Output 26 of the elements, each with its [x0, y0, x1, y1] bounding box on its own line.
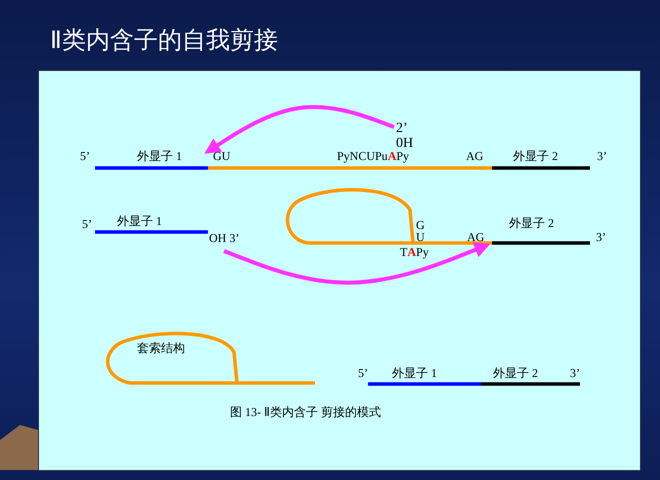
end-label: 3’ — [596, 231, 606, 244]
arrow — [223, 242, 490, 285]
splice-site-label: AG — [467, 231, 484, 244]
lasso-label: 套索结构 — [137, 342, 185, 355]
exon-label: 外显子 1 — [137, 150, 182, 163]
arrow — [204, 105, 395, 154]
splice-site-label: GU — [213, 150, 230, 163]
exon-label: 外显子 2 — [513, 150, 558, 163]
sequence-label: TAPy — [400, 246, 429, 259]
hydroxyl-label: OH 3’ — [209, 232, 240, 245]
end-label: 5’ — [358, 367, 368, 380]
hydroxyl-label: 2’ 0H — [396, 121, 412, 151]
exon-label: 外显子 2 — [493, 367, 538, 380]
exon-label: 外显子 1 — [117, 215, 162, 228]
end-label: 3’ — [570, 367, 580, 380]
sequence-label: PyNCUPuAPy — [337, 150, 410, 163]
caption: 图 13- Ⅱ类内含子 剪接的模式 — [230, 406, 381, 419]
nucleotide-label: G — [416, 219, 425, 232]
end-label: 3’ — [597, 150, 607, 163]
title: Ⅱ类内含子的自我剪接 — [50, 25, 278, 56]
sequence-label: AG — [466, 150, 484, 163]
end-label: 5’ — [80, 150, 90, 163]
end-label: 5’ — [82, 218, 92, 231]
exon-label: 外显子 2 — [509, 217, 554, 230]
nucleotide-label: U — [416, 231, 425, 244]
exon-label: 外显子 1 — [392, 367, 437, 380]
